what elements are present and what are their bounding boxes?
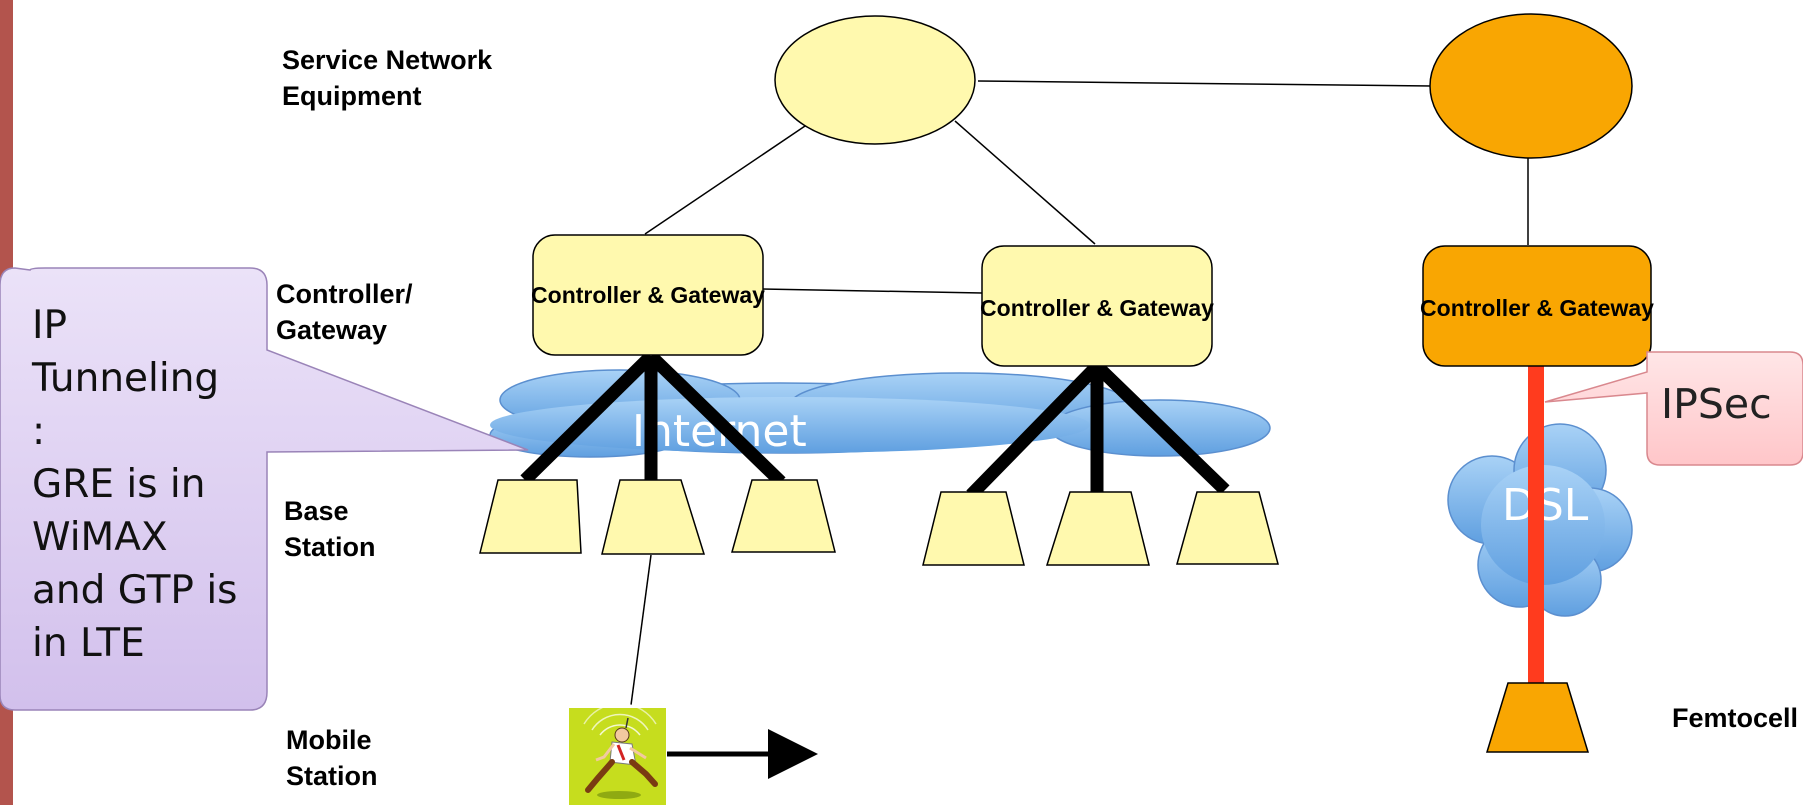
gateway-3-label: Controller & Gateway [1420, 295, 1654, 321]
link-sn1-gw2 [954, 120, 1096, 245]
link-sn1-sn2 [977, 80, 1433, 87]
base-station-5 [1045, 491, 1150, 566]
base-station-2 [601, 479, 706, 555]
tunnel-gw2-bs6 [1092, 361, 1230, 495]
service-network-node-1 [774, 15, 976, 145]
base-station-3 [731, 479, 836, 553]
tunnel-gw2-bs4 [966, 361, 1102, 500]
running-person-with-signal-icon [569, 702, 666, 805]
tunnel-gw1-bs3 [646, 351, 786, 487]
gateway-1-label: Controller & Gateway [531, 282, 765, 308]
tier-label-service-network: Service Network Equipment [282, 45, 493, 111]
tier-label-mobile-station: Mobile Station [286, 725, 378, 791]
tunnel-gw1-bs1 [520, 351, 656, 485]
ip-tunneling-callout-text: IP Tunneling : GRE is in WiMAX and GTP i… [32, 303, 238, 666]
gateway-2: Controller & Gateway [980, 245, 1214, 367]
tier-label-femtocell: Femtocell [1672, 703, 1799, 733]
gateway-2-label: Controller & Gateway [980, 295, 1214, 321]
base-station-4 [922, 491, 1025, 566]
link-bs-mobile [630, 554, 652, 706]
tier-label-base-station: Base Station [284, 496, 376, 562]
gateway-3: Controller & Gateway [1420, 245, 1654, 367]
link-gw1-gw2 [761, 288, 983, 294]
ip-tunneling-callout [0, 267, 529, 711]
femtocell-node [1485, 682, 1590, 753]
gateway-1: Controller & Gateway [531, 234, 765, 356]
dsl-cloud-label: DSL [1502, 480, 1589, 531]
base-station-1 [479, 479, 582, 554]
base-station-6 [1176, 491, 1279, 565]
service-network-node-2 [1429, 13, 1633, 159]
tier-label-controller-gateway: Controller/ Gateway [276, 279, 413, 345]
link-sn1-gw1 [644, 123, 809, 235]
ipsec-callout-label: IPSec [1661, 380, 1772, 428]
